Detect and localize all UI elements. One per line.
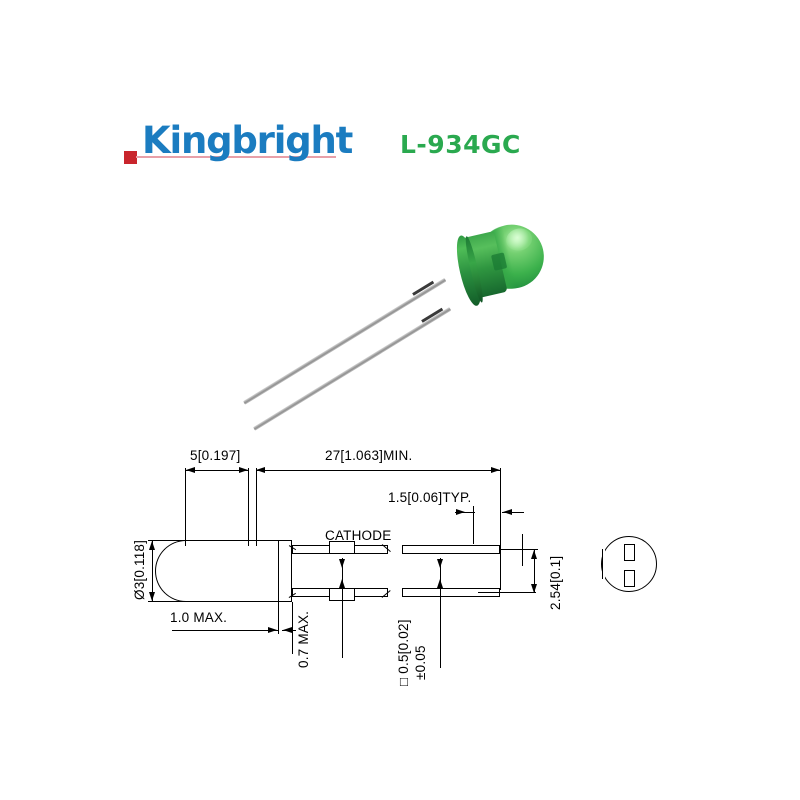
arrow-5-right — [239, 466, 248, 473]
end-view-pin-bottom — [624, 570, 635, 587]
lead-wire-lower — [253, 307, 452, 431]
ext-line-1max-b — [292, 602, 293, 654]
arrow-dia-top — [149, 541, 155, 550]
logo-underline-rule — [136, 156, 336, 158]
led-product-photo — [230, 205, 560, 435]
dim-diameter-label: Ø3[0.118] — [132, 539, 147, 600]
dim-flange-thickness-label: 1.5[0.06]TYP. — [388, 490, 472, 505]
dim-line-typ-right — [502, 512, 524, 513]
dim-line-254 — [534, 549, 535, 593]
ext-line-left-2 — [248, 468, 249, 546]
dim-line-27 — [256, 470, 500, 471]
cathode-label: CATHODE — [325, 528, 392, 543]
dim-line-1max — [172, 630, 278, 631]
dim-line-07 — [342, 558, 343, 658]
end-view-pin-top — [624, 544, 635, 561]
flange-outline — [278, 540, 292, 602]
lead-wire-upper — [243, 277, 447, 405]
dim-line-5 — [185, 470, 249, 471]
arrow-05-bottom — [437, 579, 443, 588]
lead-upper-segment2 — [402, 545, 500, 554]
dim-lead-length-label: 27[1.063]MIN. — [325, 448, 413, 463]
logo-red-square-icon — [124, 151, 137, 164]
ext-line-left-1 — [185, 468, 186, 546]
header: Kingbright L-934GC — [0, 0, 800, 195]
arrow-1max-right — [283, 626, 292, 633]
dim-line-diameter — [152, 540, 153, 602]
lead-upper-widened — [329, 541, 355, 554]
arrow-dia-bottom — [149, 592, 155, 601]
arrow-typ-left — [456, 508, 465, 515]
dim-body-to-flange-label: 1.0 MAX. — [170, 610, 228, 625]
centermark-h — [508, 549, 538, 550]
ext-line-1max-a — [278, 602, 279, 634]
body-dome-mask — [182, 542, 218, 600]
dim-lead-section-label: □ 0.5[0.02] — [396, 619, 411, 686]
ext-line-lead-end — [500, 468, 501, 590]
end-view-symbol — [598, 533, 664, 599]
arrow-07-top — [339, 559, 345, 568]
dim-line-05 — [440, 558, 441, 668]
part-number: L-934GC — [400, 130, 521, 159]
arrow-5-left — [186, 466, 195, 473]
arrow-27-right — [491, 466, 500, 473]
arrow-typ-right — [503, 508, 512, 515]
dim-line-typ — [455, 512, 475, 513]
dim-lead-tolerance-label: ±0.05 — [413, 645, 428, 680]
arrow-1max — [268, 626, 277, 633]
arrow-254-top — [531, 550, 537, 559]
ext-line-dia-top — [148, 540, 166, 541]
dim-lead-pitch-label: 2.54[0.1] — [548, 555, 563, 610]
brand-name: Kingbright — [142, 119, 353, 162]
arrow-254-bottom — [531, 584, 537, 593]
dim-flange-height-label: 0.7 MAX. — [296, 610, 311, 668]
ext-line-254-bottom — [478, 592, 536, 593]
kingbright-logo: Kingbright — [124, 120, 353, 176]
dim-flange-length-label: 5[0.197] — [190, 448, 241, 463]
ext-line-dia-bottom — [148, 601, 166, 602]
led-package — [452, 218, 552, 308]
ext-line-lead-start — [256, 468, 257, 546]
mechanical-drawing: 5[0.197] 27[1.063]MIN. 1.5[0.06]TYP. CAT… — [110, 440, 690, 690]
arrow-05-top — [437, 559, 443, 568]
arrow-07-bottom — [339, 579, 345, 588]
arrow-27-left — [256, 466, 265, 473]
end-view-flat — [602, 549, 605, 579]
centermark-v — [522, 534, 523, 566]
ext-line-typ — [473, 506, 474, 544]
